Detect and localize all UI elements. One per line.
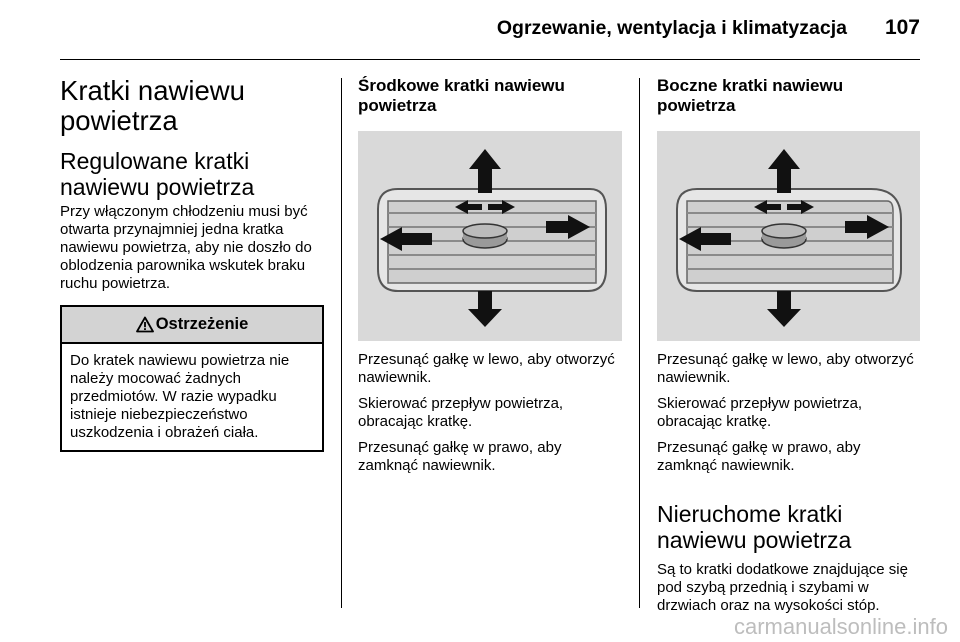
running-title: Ogrzewanie, wentylacja i klimatyzacja	[496, 17, 847, 39]
intro-paragraph: Przy włączonym chłodzeniu musi być otwar…	[60, 203, 312, 292]
air-vent-illustration	[377, 149, 607, 327]
subsection-title-adjustable: Regulowane kratki nawiewu powietrza	[60, 148, 255, 200]
fixed-vents-paragraph: Są to kratki dodatkowe znajdujące się po…	[657, 561, 908, 614]
warning-triangle-icon	[135, 316, 154, 333]
side-instruction-2: Skierować przepływ powietrza, obracając …	[657, 395, 863, 430]
center-vent-figure	[358, 131, 622, 341]
heading-side-vents: Boczne kratki nawiewu powietrza	[657, 76, 844, 115]
column-3: Boczne kratki nawiewu powietrza Przesuną…	[657, 76, 922, 615]
warning-body: Do kratek nawiewu powietrza nie należy m…	[62, 344, 322, 450]
warning-header: Ostrzeżenie	[62, 307, 322, 344]
air-vent-illustration	[676, 149, 902, 327]
section-title: Kratki nawiewu powietrza	[60, 75, 245, 136]
column-divider-1	[341, 78, 342, 608]
running-header: Ogrzewanie, wentylacja i klimatyzacja 10…	[497, 16, 920, 50]
warning-box: Ostrzeżenie Do kratek nawiewu powietrza …	[60, 305, 324, 452]
column-2: Środkowe kratki nawiewu powietrza Przesu…	[358, 76, 622, 475]
side-instruction-3: Przesunąć gałkę w prawo, aby zamknąć naw…	[657, 439, 861, 474]
page-number: 107	[884, 16, 920, 39]
warning-text: Do kratek nawiewu powietrza nie należy m…	[70, 352, 290, 441]
watermark: carmanualsonline.info	[733, 614, 948, 639]
center-instruction-1: Przesunąć gałkę w lewo, aby otworzyć naw…	[358, 351, 615, 386]
side-vent-figure	[657, 131, 920, 341]
column-1: Kratki nawiewu powietrza Regulowane krat…	[60, 76, 324, 452]
warning-label: Ostrzeżenie	[155, 315, 249, 333]
column-divider-2	[639, 78, 640, 608]
header-rule	[60, 59, 920, 60]
center-instruction-3: Przesunąć gałkę w prawo, aby zamknąć naw…	[358, 439, 562, 474]
side-instruction-1: Przesunąć gałkę w lewo, aby otworzyć naw…	[657, 351, 914, 386]
subsection-title-fixed: Nieruchome kratki nawiewu powietrza	[657, 501, 852, 553]
center-instruction-2: Skierować przepływ powietrza, obracając …	[358, 395, 564, 430]
heading-center-vents: Środkowe kratki nawiewu powietrza	[358, 76, 565, 115]
